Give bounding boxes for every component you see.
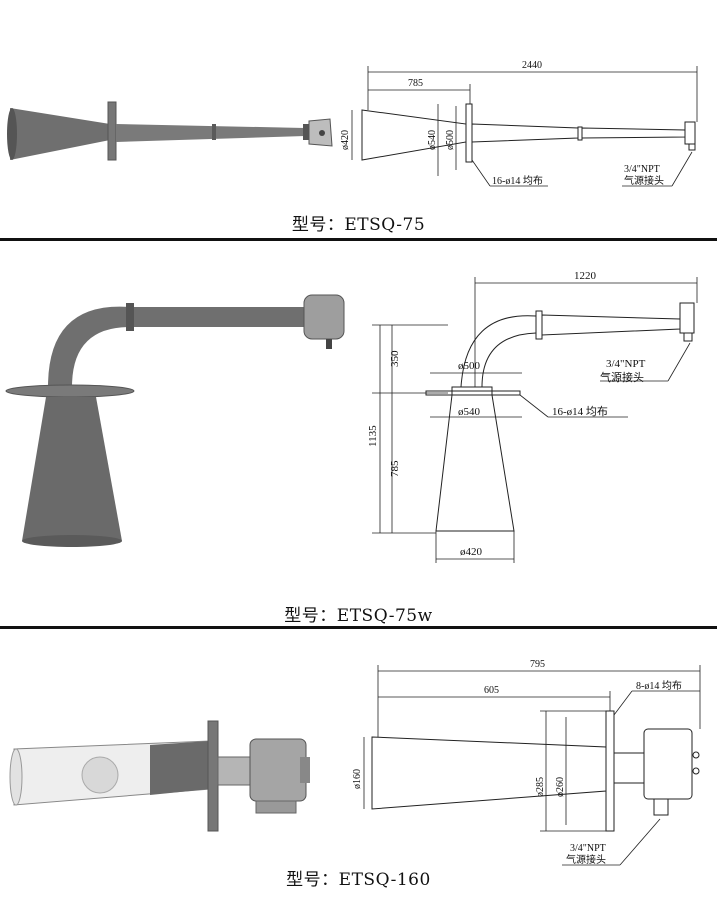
divider-1	[0, 238, 717, 241]
dim-d260: ø260	[555, 777, 566, 797]
dim-holes: 16-ø14 均布	[492, 175, 543, 187]
caption-etsq-75w: 型号：ETSQ-75w	[284, 606, 433, 626]
panel3-graphics: 795 605 8-ø14 均布 ø160 ø285 ø260 3/4"NPT …	[9, 659, 701, 866]
label-air: 气源接头	[600, 370, 644, 384]
dim-total-2440: 2440	[522, 60, 542, 71]
dim-d500: ø500	[458, 360, 481, 372]
drawing-etsq-160	[363, 665, 701, 866]
label-air: 气源接头	[624, 174, 664, 187]
drawing-etsq-75	[351, 66, 698, 187]
panel2-graphics: 1220 350 ø500 ø540 16-ø14 均布 1135 785 ø4…	[5, 270, 698, 563]
dim-d540: ø540	[458, 406, 481, 418]
caption-etsq-75: 型号：ETSQ-75	[291, 215, 426, 235]
photo-etsq-160	[9, 720, 310, 832]
dim-width-1220: 1220	[574, 270, 597, 282]
label-npt: 3/4"NPT	[624, 164, 660, 175]
dim-d500: ø500	[445, 130, 456, 150]
dim-h350: 350	[389, 350, 401, 367]
caption-etsq-160: 型号：ETSQ-160	[286, 870, 431, 890]
label-air: 气源接头	[566, 853, 606, 866]
dim-bell-785: 785	[408, 78, 423, 89]
photo-etsq-75w	[5, 294, 345, 547]
panel1-graphics: 2440 785 ø420 ø540 ø500 16-ø14 均布 3/4"NP…	[7, 60, 698, 187]
dim-d420: ø420	[340, 130, 351, 150]
divider-2	[0, 626, 717, 629]
panel-etsq-75w: 1220 350 ø500 ø540 16-ø14 均布 1135 785 ø4…	[0, 241, 717, 627]
dim-d420: ø420	[460, 546, 483, 558]
dim-total-795: 795	[530, 659, 545, 670]
drawing-etsq-75w	[372, 277, 698, 563]
dim-holes: 8-ø14 均布	[636, 680, 682, 692]
dim-d540: ø540	[427, 130, 438, 150]
panel-etsq-160: 795 605 8-ø14 均布 ø160 ø285 ø260 3/4"NPT …	[0, 629, 717, 897]
label-npt: 3/4"NPT	[606, 358, 646, 370]
dim-d160: ø160	[352, 769, 363, 789]
dim-h1135: 1135	[367, 425, 379, 447]
panel-etsq-75: 2440 785 ø420 ø540 ø500 16-ø14 均布 3/4"NP…	[0, 0, 717, 240]
dim-h785: 785	[389, 460, 401, 477]
dim-holes: 16-ø14 均布	[552, 405, 608, 418]
dim-d285: ø285	[535, 777, 546, 797]
label-npt: 3/4"NPT	[570, 843, 606, 854]
photo-etsq-75	[7, 101, 333, 161]
dim-bell-605: 605	[484, 685, 499, 696]
